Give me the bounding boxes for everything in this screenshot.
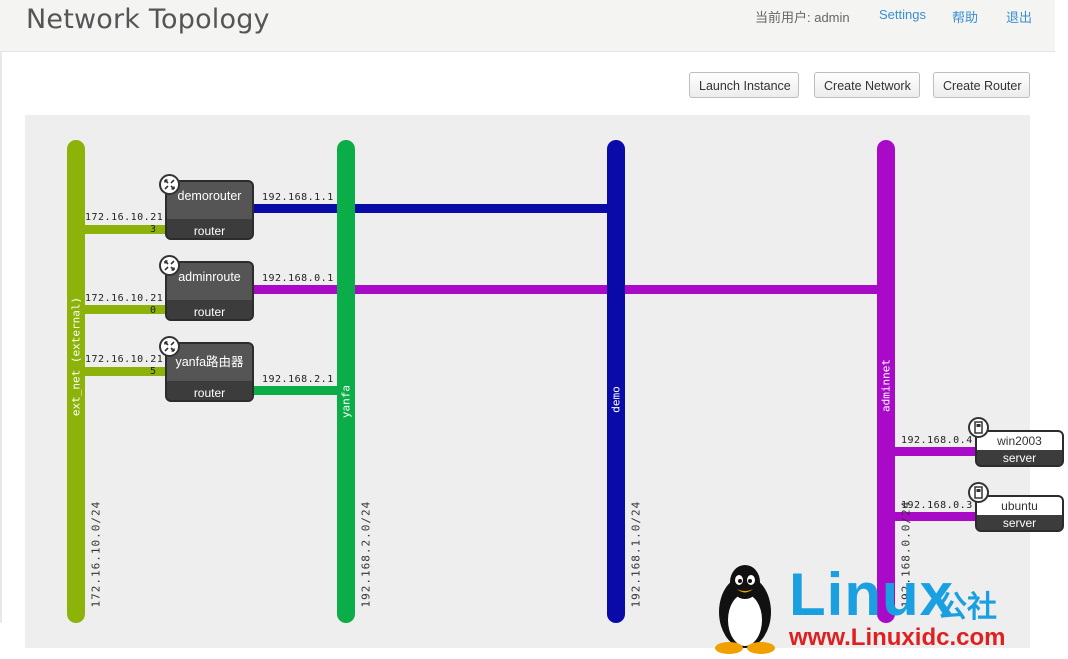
left-border <box>0 51 2 623</box>
create-network-button[interactable]: Create Network <box>814 72 920 98</box>
link-adminnet-ubuntu <box>893 512 977 521</box>
router-type: router <box>193 224 226 238</box>
router-icon <box>159 174 180 195</box>
link-ext-yanfarouter <box>84 367 168 376</box>
network-cidr-ext-net: 172.16.10.0/24 <box>89 500 103 608</box>
router-name: demorouter <box>177 189 242 203</box>
network-bar-ext-net[interactable] <box>67 140 85 623</box>
router-node-adminroute[interactable]: adminroute router <box>165 261 254 321</box>
router-type: router <box>193 305 226 319</box>
ip-label-demorouter-ext: 172.16.10.21 <box>85 212 164 223</box>
server-type: server <box>1002 516 1037 530</box>
server-node-win2003[interactable]: win2003 server <box>975 430 1064 467</box>
server-name: ubuntu <box>1001 499 1038 513</box>
ip-label-yanfarouter-int: 192.168.2.1 <box>262 374 334 385</box>
tux-logo <box>715 565 775 654</box>
port-label-yanfarouter-ext: 5 <box>150 366 157 377</box>
link-yanfarouter-yanfa <box>253 386 347 395</box>
ip-label-yanfarouter-ext: 172.16.10.21 <box>85 354 164 365</box>
watermark-cn: 公社 <box>937 591 997 624</box>
server-icon <box>968 417 989 438</box>
router-node-header <box>167 344 252 381</box>
router-icon <box>159 255 180 276</box>
logout-link[interactable]: 退出 <box>1006 10 1033 25</box>
network-cidr-yanfa: 192.168.2.0/24 <box>359 500 373 608</box>
network-bar-demo[interactable] <box>607 140 625 623</box>
watermark: Linux 公社 www.Linuxidc.com <box>705 560 1065 655</box>
ip-label-demorouter-int: 192.168.1.1 <box>262 192 334 203</box>
router-node-yanfa[interactable]: yanfa路由器 router <box>165 342 254 402</box>
link-adminroute-adminnet <box>253 285 889 294</box>
router-node-header <box>167 263 252 300</box>
server-node-header <box>977 497 1062 515</box>
link-ext-adminroute <box>84 305 168 314</box>
watermark-brand: Linux <box>789 561 954 628</box>
launch-instance-button[interactable]: Launch Instance <box>689 72 799 98</box>
header-bar: Network Topology 当前用户: admin Settings 帮助… <box>0 0 1055 52</box>
watermark-url: www.Linuxidc.com <box>789 624 1006 651</box>
link-adminnet-win2003 <box>893 447 977 456</box>
port-label-demorouter-ext: 3 <box>150 224 157 235</box>
create-router-button[interactable]: Create Router <box>933 72 1030 98</box>
server-icon <box>968 482 989 503</box>
router-node-header <box>167 182 252 219</box>
network-bar-yanfa[interactable] <box>337 140 355 623</box>
network-name-ext-net: ext_net (external) <box>69 296 83 417</box>
link-demorouter-demo <box>253 204 619 213</box>
server-type: server <box>1002 451 1037 465</box>
router-type: router <box>193 386 226 400</box>
ip-label-adminroute-ext: 172.16.10.21 <box>85 293 164 304</box>
link-ext-demorouter <box>84 225 168 234</box>
network-name-demo: demo <box>609 386 623 413</box>
settings-link[interactable]: Settings <box>879 7 926 22</box>
router-name: yanfa路由器 <box>175 355 244 369</box>
network-bar-adminnet[interactable] <box>877 140 895 623</box>
ip-label-adminroute-int: 192.168.0.1 <box>262 273 334 284</box>
ip-label-win2003: 192.168.0.4 <box>901 435 973 446</box>
router-node-demorouter[interactable]: demorouter router <box>165 180 254 240</box>
port-label-adminroute-ext: 0 <box>150 305 157 316</box>
help-link[interactable]: 帮助 <box>952 10 979 25</box>
page-title: Network Topology <box>26 4 270 35</box>
server-name: win2003 <box>997 434 1042 448</box>
router-icon <box>159 336 180 357</box>
current-user-label: 当前用户: admin <box>755 10 850 25</box>
network-cidr-demo: 192.168.1.0/24 <box>629 500 643 608</box>
server-node-ubuntu[interactable]: ubuntu server <box>975 495 1064 532</box>
router-name: adminroute <box>178 270 241 284</box>
network-name-yanfa: yanfa <box>339 384 353 419</box>
network-name-adminnet: adminnet <box>879 359 893 412</box>
server-node-header <box>977 432 1062 450</box>
ip-label-ubuntu: 192.168.0.3 <box>901 500 973 511</box>
